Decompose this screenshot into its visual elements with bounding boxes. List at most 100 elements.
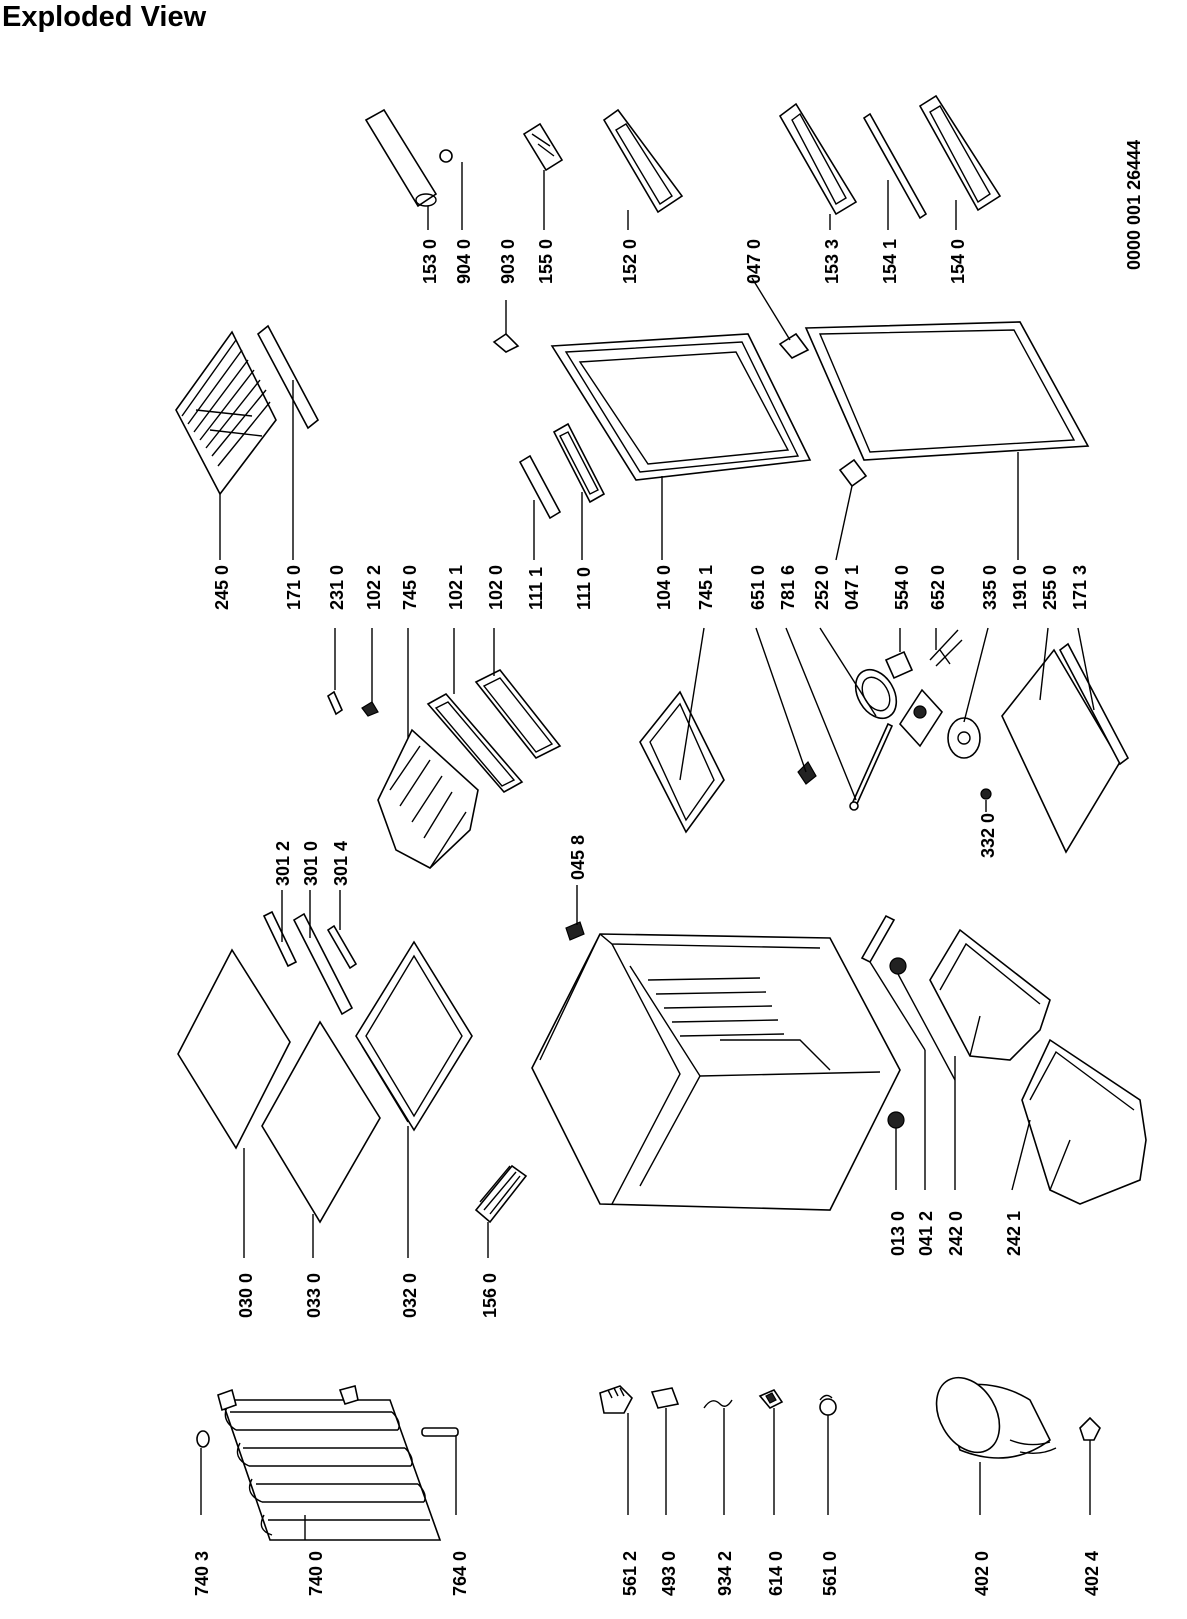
part-152-0-drawing [602,108,684,214]
label-154-1: 154 1 [880,239,900,284]
part-032-0-drawing [355,940,473,1132]
part-242-0-drawing [929,928,1051,1061]
part-111-0-drawing [552,422,606,504]
part-402-0-drawing [935,1376,1057,1459]
part-033-0-drawing [261,1020,381,1224]
leader-lines [200,162,1095,1540]
part-903-0-drawing [492,332,520,353]
label-651-0: 651 0 [748,565,768,610]
part-402-4-drawing [1079,1416,1101,1441]
label-191-0: 191 0 [1010,565,1030,610]
label-561-2: 561 2 [620,1551,640,1596]
part-652-0-drawing [929,629,963,667]
label-904-0: 904 0 [454,239,474,284]
label-111-1: 111 1 [526,567,546,610]
label-102-1: 102 1 [446,565,466,610]
page-title: Exploded View [2,1,207,33]
label-301-2: 301 2 [273,841,293,886]
label-493-0: 493 0 [659,1551,679,1596]
label-030-0: 030 0 [236,1273,256,1318]
label-171-0: 171 0 [284,565,304,610]
label-245-0: 245 0 [212,565,232,610]
part-104-0-drawing [550,333,812,481]
part-904-0-drawing [439,149,453,163]
part-493-0-drawing [650,1387,680,1409]
label-301-0: 301 0 [301,841,321,886]
part-651-0-drawing [797,761,817,785]
part-013-0-drawing [887,1111,905,1129]
label-301-4: 301 4 [331,841,351,886]
label-332-0: 332 0 [978,813,998,858]
label-013-0: 013 0 [888,1211,908,1256]
part-111-1-drawing [518,454,562,520]
part-561-0-drawing [819,1394,837,1416]
label-154-0: 154 0 [948,239,968,284]
label-402-0: 402 0 [972,1551,992,1596]
label-156-0: 156 0 [480,1273,500,1318]
part-764-0-drawing [421,1427,459,1437]
label-740-0: 740 0 [306,1551,326,1596]
part-745-1-drawing [639,690,725,834]
part-614-0-drawing [758,1389,784,1409]
label-045-8: 045 8 [568,835,588,880]
label-033-0: 033 0 [304,1273,324,1318]
part-thermostat-box-drawing [898,688,944,748]
part-047-0-drawing [778,332,810,359]
part-047-1-drawing [838,458,868,488]
part-301-strips-drawing [262,910,358,1016]
label-041-2: 041 2 [916,1211,936,1256]
part-153-0-drawing [364,108,438,208]
part-242-1-drawing [1021,1038,1147,1205]
part-154-0-drawing [918,94,1002,212]
part-231-0-drawing [326,690,344,716]
part-labels: 740 3 740 0 764 0 561 2 493 0 934 2 614 … [192,140,1144,1596]
label-155-0: 155 0 [536,239,556,284]
part-332-0-drawing [980,788,992,800]
label-102-0: 102 0 [486,565,506,610]
part-561-2-drawing [599,1385,633,1414]
part-191-0-drawing [804,321,1090,461]
label-402-4: 402 4 [1082,1551,1102,1596]
label-104-0: 104 0 [654,565,674,610]
label-745-1: 745 1 [696,565,716,610]
part-156-0-drawing [474,1164,528,1224]
part-102-1-drawing [426,692,524,794]
label-047-1: 047 1 [842,565,862,610]
part-934-2-drawing [703,1399,733,1409]
label-047-0: 047 0 [744,239,764,284]
part-155-0-drawing [522,122,564,172]
part-335-0-drawing [947,717,981,759]
label-242-0: 242 0 [946,1211,966,1256]
part-153-3-drawing [778,102,858,216]
label-153-3: 153 3 [822,239,842,284]
part-740-3-drawing [196,1430,210,1448]
part-041-2-drawing [860,914,907,975]
document-code: 0000 001 26444 [1124,140,1144,270]
label-242-1: 242 1 [1004,1211,1024,1256]
label-231-0: 231 0 [327,565,347,610]
part-102-0-drawing [474,668,562,760]
label-614-0: 614 0 [766,1551,786,1596]
part-102-2-drawing [361,701,379,717]
part-740-0-drawing [217,1385,442,1541]
label-335-0: 335 0 [980,565,1000,610]
part-045-8-drawing [565,921,585,941]
part-171-0-drawing [256,324,320,430]
label-764-0: 764 0 [450,1551,470,1596]
label-111-0: 111 0 [574,567,594,610]
part-cabinet-drawing [531,933,901,1211]
part-154-1-drawing [862,112,928,220]
part-245-0-drawing [175,330,277,496]
part-171-3-drawing [1058,642,1130,766]
label-745-0: 745 0 [400,565,420,610]
label-152-0: 152 0 [620,239,640,284]
part-781-6-drawing [849,722,894,811]
label-102-2: 102 2 [364,565,384,610]
label-781-6: 781 6 [778,565,798,610]
label-171-3: 171 3 [1070,565,1090,610]
label-153-0: 153 0 [420,239,440,284]
label-032-0: 032 0 [400,1273,420,1318]
label-934-2: 934 2 [715,1551,735,1596]
part-030-0-drawing [177,948,291,1150]
